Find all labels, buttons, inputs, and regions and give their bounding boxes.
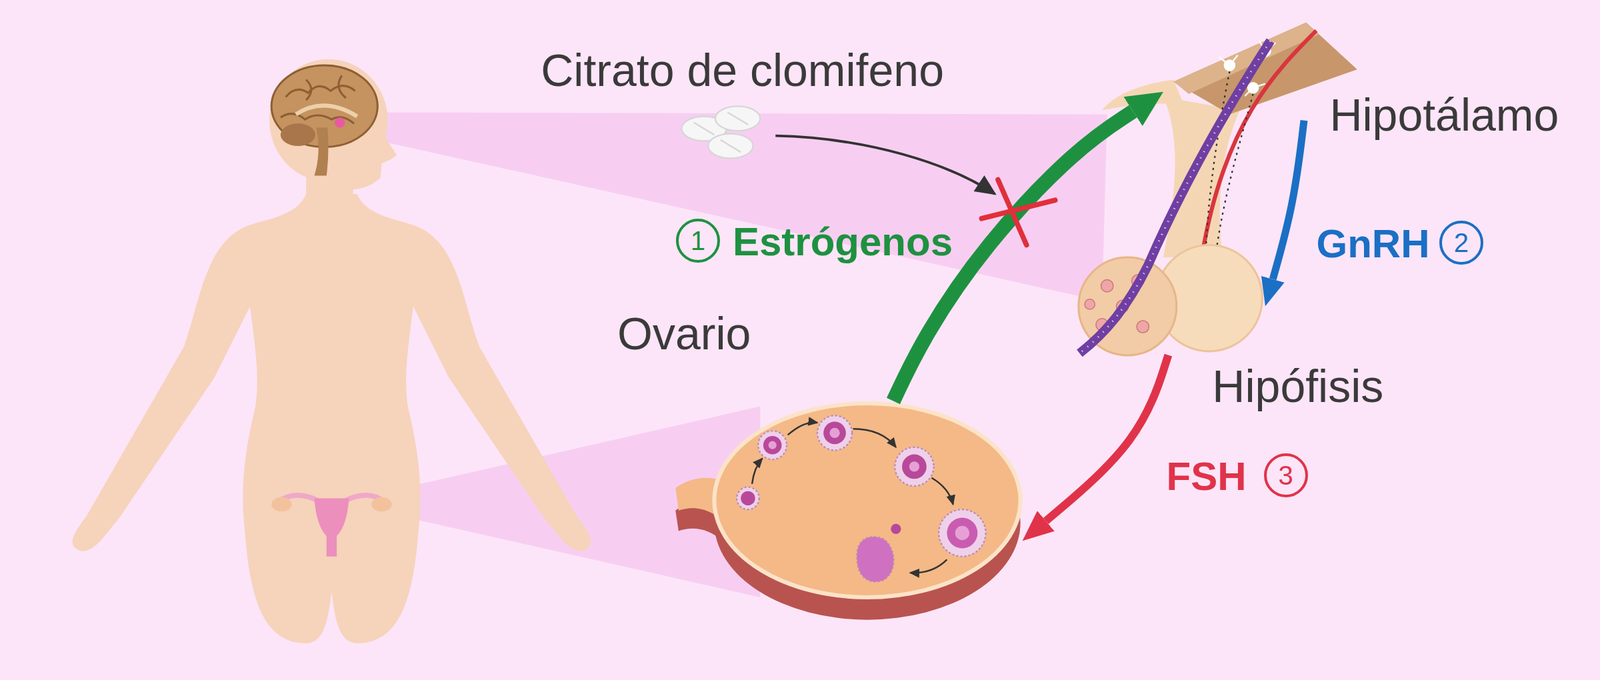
callout-circle: 3 (1264, 453, 1308, 498)
block-cross (981, 180, 1055, 246)
drug-label: Citrato de clomifeno (540, 44, 944, 96)
hypothalamus-region: Hipotálamo (1163, 20, 1322, 121)
brain (286, 86, 356, 98)
hypothalamus-illustration (1102, 79, 1184, 110)
woman-silhouette (72, 194, 592, 644)
hormone-label: GnRH (1316, 220, 1430, 267)
follicle (763, 436, 782, 455)
brain (306, 75, 346, 100)
hormone-label: Estrógenos (732, 218, 953, 265)
projection-beam (346, 112, 1107, 301)
pill (694, 112, 748, 152)
callout-circle: 2 (1439, 220, 1484, 265)
hypothalamus-illustration (1163, 96, 1240, 257)
organ-label: Hipotálamo (1329, 88, 1559, 141)
follicle (946, 517, 978, 548)
callout-number: 3 (1278, 462, 1293, 489)
follicle (736, 487, 760, 510)
follicle-arrow (853, 428, 896, 448)
follicle (736, 415, 986, 582)
follicle (955, 526, 970, 540)
brain (314, 127, 328, 176)
follicle (856, 536, 894, 582)
gland-cell (1084, 299, 1095, 310)
uterus (314, 498, 349, 556)
follicle-arrow (910, 559, 947, 573)
gland-cell (1136, 320, 1149, 333)
pituitary-illustration (1079, 40, 1270, 354)
edge-label-holder: Estrógenos (732, 218, 953, 265)
follicle-arrow (788, 422, 818, 436)
callout-number: 1 (690, 227, 706, 254)
ovary-illustration (675, 403, 1020, 620)
gland-cell (1101, 280, 1114, 292)
uterus (271, 497, 292, 512)
follicle (823, 422, 846, 445)
pituitary-illustration (1079, 40, 1270, 354)
follicle (909, 461, 920, 472)
follicle (758, 430, 787, 460)
follicle (890, 524, 901, 534)
ovary-illustration (714, 403, 1020, 598)
drug-arrow (775, 136, 995, 194)
follicle-arrow (752, 422, 954, 574)
organ-label: Ovario (617, 307, 751, 360)
hormone-label: FSH (1166, 453, 1246, 500)
pituitary-illustration (1078, 40, 1271, 356)
brain (334, 117, 345, 128)
follicle (938, 509, 986, 556)
edge-label-holder: FSH (1166, 453, 1246, 500)
woman-silhouette (72, 59, 592, 644)
pituitary-region: Hipófisis (1076, 127, 1266, 355)
follicle (829, 428, 840, 438)
pill (681, 106, 760, 158)
callout-number: 2 (1454, 229, 1469, 256)
fsh-arrow (1046, 355, 1169, 522)
uterus (271, 495, 392, 557)
follicle (740, 491, 755, 506)
brain (296, 105, 358, 116)
follicle-arrow (752, 458, 762, 484)
callout-circle: 1 (676, 218, 720, 263)
label-holder: Citrato de clomifeno (540, 44, 944, 96)
follicle (768, 441, 777, 450)
follicle (817, 415, 852, 450)
block-cross (981, 200, 1055, 219)
gnrh-arrow (1272, 120, 1304, 280)
ovary-region: Ovario (673, 401, 1022, 620)
uterus (371, 497, 392, 512)
organ-label: Hipófisis (1212, 360, 1384, 412)
edge-label-holder: GnRH (1316, 220, 1430, 267)
follicle (894, 447, 934, 486)
brain (271, 65, 378, 176)
follicle (902, 454, 927, 480)
follicle-arrow (931, 478, 953, 505)
brain (280, 123, 316, 146)
